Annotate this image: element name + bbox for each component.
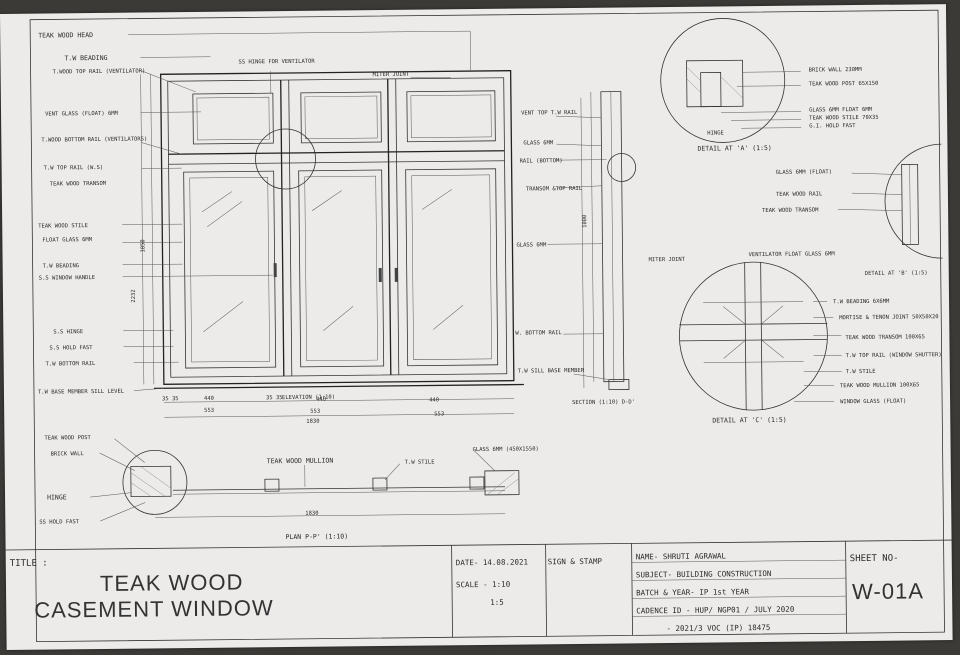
label-ss-hinge: S.S HINGE <box>53 329 83 335</box>
detail-a-title: DETAIL AT 'A' (1:5) <box>697 144 771 153</box>
sign-stamp-text: SIGN & STAMP <box>548 557 603 567</box>
elevation-labels: TEAK WOOD HEAD T.W BEADING T.WOOD TOP RA… <box>38 31 635 406</box>
dim-440-mid: 440 <box>316 397 326 403</box>
plan-title: PLAN P-P' (1:10) <box>285 532 348 541</box>
label-tw-sill-base: T.W SILL BASE MEMBER <box>518 368 585 375</box>
label-ss-hold-fast: S.S HOLD FAST <box>49 345 93 351</box>
drawing-sheet: TEAK WOOD HEAD T.W BEADING T.WOOD TOP RA… <box>0 4 953 650</box>
elevation-drawing <box>140 69 637 418</box>
detail-b-labels: GLASS 6MM (FLOAT) TEAK WOOD RAIL TEAK WO… <box>762 169 928 277</box>
dim-553-mid: 553 <box>310 409 320 415</box>
detail-c-stile: T.W STILE <box>846 369 876 375</box>
detail-b-title: DETAIL AT 'B' (1:5) <box>865 270 928 277</box>
plan-dim-label: 1830 <box>305 511 318 517</box>
code-text: - 2021/3 VOC (IP) 18475 <box>666 623 770 633</box>
cadence-text: CADENCE ID - HUP/ NGP01 / JULY 2020 <box>636 605 795 616</box>
detail-a-drawing <box>660 18 802 143</box>
detail-c-labels: MITER JOINT VENTILATOR FLOAT GLASS 6MM T… <box>649 251 942 425</box>
dim-1000: 1000 <box>582 215 588 228</box>
detail-a-stile: TEAK WOOD STILE 70X35 <box>809 115 879 122</box>
detail-c-title: DETAIL AT 'C' (1:5) <box>712 416 786 425</box>
label-miter-joint: MITER JOINT <box>373 72 410 78</box>
plan-drawing <box>90 438 520 522</box>
label-vent-glass: VENT GLASS (FLOAT) 6MM <box>45 111 119 118</box>
sheet-number: W-01A <box>852 578 924 604</box>
dim-35-35-mid: 35 35 <box>266 395 283 401</box>
plan-labels: TEAK WOOD POST BRICK WALL HINGE SS HOLD … <box>39 435 539 541</box>
label-section: SECTION (1:10) D-D' <box>572 399 635 406</box>
plan-post-label: TEAK WOOD POST <box>44 435 91 441</box>
label-tw-bottom-rail: T.W BOTTOM RAIL <box>46 361 96 368</box>
label-bottom-rail-vent: T.WOOD BOTTOM RAIL (VENTILATORS) <box>41 136 147 143</box>
plan-hinge-label: HINGE <box>47 493 67 501</box>
detail-b-transom: TEAK WOOD TRANSOM <box>762 207 819 214</box>
date-text: DATE- 14.08.2021 <box>456 558 528 568</box>
dim-440-left: 440 <box>204 396 214 402</box>
plan-glass-label: GLASS 6MM (450X1550) <box>473 446 539 453</box>
label-tw-beading-2: T.W BEADING <box>43 263 79 269</box>
title-label: TITLE : <box>10 559 48 569</box>
label-teak-wood-head: TEAK WOOD HEAD <box>38 31 93 40</box>
batch-text: BATCH & YEAR- IP 1st YEAR <box>636 587 749 597</box>
dim-1830: 1830 <box>306 419 319 425</box>
label-glass-6mm: GLASS 6MM <box>523 140 554 146</box>
dim-1850: 1850 <box>140 239 146 252</box>
plan-mullion-label: TEAK WOOD MULLION <box>267 457 334 466</box>
detail-a-hold-fast: G.I. HOLD FAST <box>809 123 856 129</box>
scale-text: SCALE - 1:10 <box>456 580 511 590</box>
detail-a-hinge: HINGE <box>707 130 724 136</box>
label-elevation: ELEVATION (1:10) <box>282 395 335 402</box>
detail-b-glass: GLASS 6MM (FLOAT) <box>776 169 832 176</box>
plan-hold-fast-label: SS HOLD FAST <box>39 519 79 525</box>
dim-2232: 2232 <box>131 289 137 302</box>
dim-440-right: 440 <box>429 397 439 403</box>
title-line-2: CASEMENT WINDOW <box>34 595 274 623</box>
detail-c-transom: TEAK WOOD TRANSOM 100X65 <box>845 334 925 341</box>
detail-b-rail: TEAK WOOD RAIL <box>776 191 823 197</box>
label-tw-beading: T.W BEADING <box>64 54 107 62</box>
detail-c-top-rail: T.W TOP RAIL (WINDOW SHUTTER) <box>846 352 942 359</box>
label-top-rail: T.WOOD TOP RAIL (VENTILATOR) <box>53 68 146 75</box>
detail-c-beading: T.W BEADING 6X6MM <box>833 299 890 306</box>
detail-c-window-glass: WINDOW GLASS (FLOAT) <box>840 399 906 406</box>
detail-c-miter: MITER JOINT <box>649 257 686 263</box>
label-float-glass: FLOAT GLASS 6MM <box>42 237 92 244</box>
label-transom: TEAK WOOD TRANSOM <box>50 181 107 188</box>
detail-c-vent-glass: VENTILATOR FLOAT GLASS 6MM <box>749 251 836 258</box>
scale-2-text: 1:5 <box>490 598 504 607</box>
detail-c-mullion: TEAK WOOD MULLION 100X65 <box>840 382 920 389</box>
detail-a-post: TEAK WOOD POST 65X150 <box>809 81 879 88</box>
label-vent-top-rail: VENT TOP T.W RAIL <box>521 110 578 117</box>
drawing-svg: TEAK WOOD HEAD T.W BEADING T.WOOD TOP RA… <box>5 9 952 643</box>
label-tw-top-rail: T.W TOP RAIL (W.S) <box>44 165 104 172</box>
detail-c-drawing <box>679 261 842 411</box>
subject-text: SUBJECT- BUILDING CONSTRUCTION <box>636 569 772 579</box>
label-transom-top-rail: TRANSOM &TOP RAIL <box>526 186 583 193</box>
label-glass-6mm-b: GLASS 6MM <box>516 242 547 248</box>
dim-553-left: 553 <box>204 408 214 414</box>
name-text: NAME- SHRUTI AGRAWAL <box>636 551 727 561</box>
detail-a-glass: GLASS 6MM FLOAT 6MM <box>809 107 873 114</box>
label-rail-bottom: RAIL (BOTTOM) <box>520 158 563 164</box>
detail-a-brick: BRICK WALL 230MM <box>809 67 863 74</box>
label-ss-handle: S.S WINDOW HANDLE <box>39 275 95 282</box>
dim-35-35-left: 35 35 <box>162 396 179 402</box>
label-tw-base-member: T.W BASE MEMBER SILL LEVEL <box>38 389 125 396</box>
label-stile: TEAK WOOD STILE <box>38 223 88 230</box>
title-block <box>5 539 952 638</box>
detail-b-drawing <box>838 143 943 259</box>
detail-c-mortise: MORTISE & TENON JOINT 50X50X20 <box>839 314 938 321</box>
leader-lines <box>122 30 609 391</box>
dimension-labels: 35 35 440 553 35 35 440 553 1830 440 553… <box>131 215 588 425</box>
sheet-no-label: SHEET NO- <box>850 554 899 565</box>
plan-tw-stile-label: T.W STILE <box>405 459 435 465</box>
detail-a-labels: BRICK WALL 230MM TEAK WOOD POST 65X150 G… <box>697 67 879 153</box>
label-w-bottom-rail: W. BOTTOM RAIL <box>515 330 562 336</box>
sheet-border <box>29 9 945 643</box>
plan-brick-wall-label: BRICK WALL <box>51 451 85 457</box>
title-line-1: TEAK WOOD <box>100 569 244 596</box>
dim-553-right: 553 <box>434 411 444 417</box>
label-ss-hinge-vent: SS HINGE FOR VENTILATOR <box>238 59 315 66</box>
